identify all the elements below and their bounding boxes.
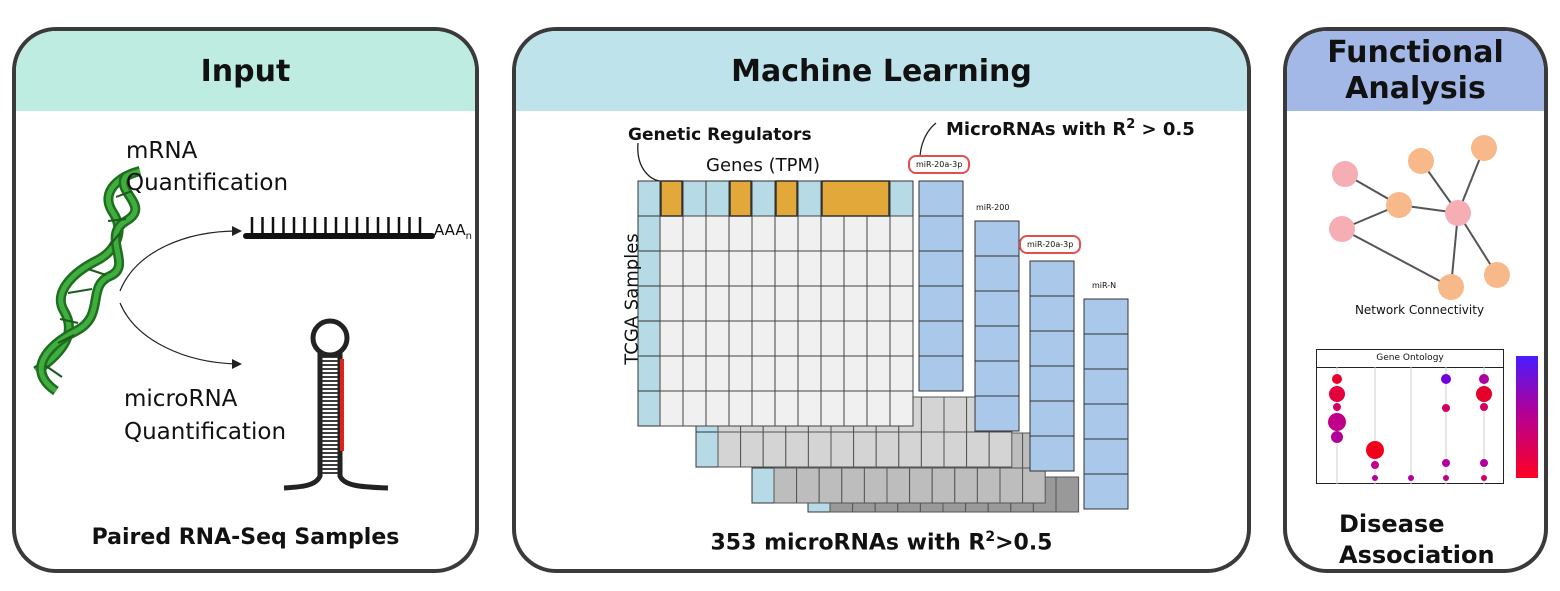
tcga-samples-label: TCGA Samples bbox=[621, 233, 643, 365]
genetic-regulators-label: Genetic Regulators bbox=[628, 125, 812, 145]
mirna-tag-1: miR-20a-3p bbox=[908, 155, 971, 174]
network-node bbox=[1386, 192, 1412, 218]
gene-ontology-plot: Gene Ontology bbox=[1316, 349, 1504, 484]
arrow-to-mirna bbox=[119, 302, 239, 365]
network-connectivity-label: Network Connectivity bbox=[1354, 303, 1485, 317]
network-node bbox=[1329, 216, 1355, 242]
gene-ontology-title: Gene Ontology bbox=[1317, 350, 1503, 368]
mirna-tag-2: miR-200 bbox=[976, 203, 1010, 212]
input-panel: Input bbox=[12, 27, 479, 573]
mirnas-threshold-label: MicroRNAs with R2 > 0.5 bbox=[946, 117, 1195, 140]
network-graph bbox=[1329, 135, 1510, 300]
disease-association-label: Disease Association bbox=[1339, 510, 1495, 569]
ml-matrix-illustration bbox=[637, 122, 1129, 513]
network-node bbox=[1471, 135, 1497, 161]
mirna-tag-3: miR-20a-3p bbox=[1019, 235, 1082, 254]
ml-footer: 353 microRNAs with R2>0.5 bbox=[710, 529, 1053, 556]
microrna-label: microRNA Quantification bbox=[124, 386, 287, 445]
network-node bbox=[1484, 262, 1510, 288]
functional-panel: Functional Analysis Network Connectivity… bbox=[1283, 27, 1548, 573]
functional-title-line-1: Functional bbox=[1327, 35, 1504, 70]
microrna-hairpin-icon bbox=[283, 318, 389, 491]
mirna-tag-4: miR-N bbox=[1092, 281, 1117, 290]
input-panel-header: Input bbox=[16, 31, 475, 111]
input-title: Input bbox=[200, 53, 291, 89]
functional-panel-header: Functional Analysis bbox=[1287, 31, 1544, 111]
functional-title-line-2: Analysis bbox=[1345, 71, 1486, 106]
dna-helix-icon bbox=[33, 166, 142, 396]
input-illustration bbox=[33, 166, 435, 491]
network-node bbox=[1408, 148, 1434, 174]
polya-tail-label: AAAn bbox=[434, 221, 472, 242]
ml-panel-header: Machine Learning bbox=[516, 31, 1247, 111]
network-node bbox=[1332, 161, 1358, 187]
mrna-strand-icon bbox=[243, 217, 435, 239]
input-footer: Paired RNA-Seq Samples bbox=[91, 525, 400, 550]
gene-ontology-color-scale bbox=[1516, 356, 1538, 478]
ml-panel: Machine Learning Genetic Regulators Gene… bbox=[512, 27, 1251, 573]
network-node bbox=[1445, 200, 1471, 226]
ml-title: Machine Learning bbox=[731, 53, 1032, 89]
mrna-label: mRNA Quantification bbox=[126, 138, 289, 196]
network-node bbox=[1438, 274, 1464, 300]
genes-tpm-label: Genes (TPM) bbox=[706, 155, 821, 176]
arrow-to-mrna bbox=[119, 230, 239, 292]
